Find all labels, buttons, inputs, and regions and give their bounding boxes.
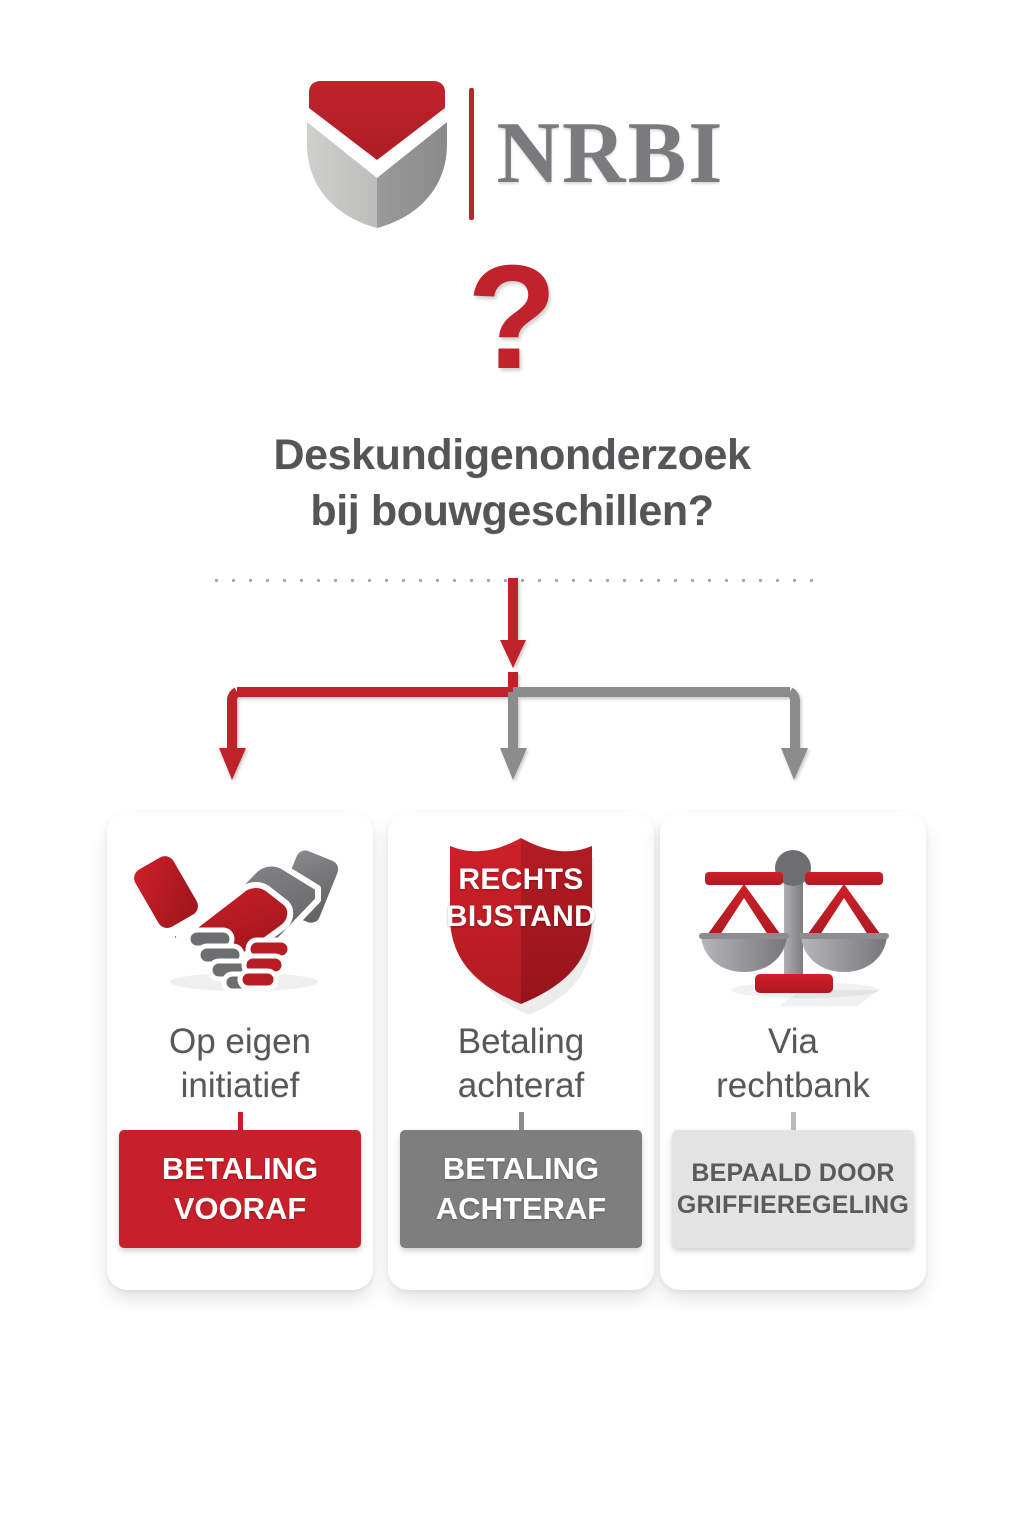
badge-line-2: GRIFFIEREGELING (676, 1191, 910, 1219)
card-label-line-1: Op eigen (168, 1022, 312, 1061)
main-arrow-head (500, 640, 526, 668)
card-label-line-2: rechtbank (716, 1066, 870, 1106)
question-mark-icon: ? (466, 235, 558, 400)
brand-name: NRBI (496, 105, 725, 202)
card-label: Via rechtbank (716, 1020, 870, 1109)
badge-line-1: BEPAALD DOOR (691, 1158, 895, 1187)
card-label-line-1: Via (768, 1022, 818, 1061)
badge-line-1: BETALING (161, 1150, 319, 1186)
payment-badge: BETALING ACHTERAF (400, 1130, 642, 1248)
badge-group: BETALING ACHTERAF (388, 1112, 654, 1248)
badge-line-2: VOORAF (173, 1191, 307, 1226)
payment-badge: BEPAALD DOOR GRIFFIEREGELING (672, 1130, 914, 1248)
badge-line-1: BETALING (442, 1150, 600, 1186)
badge-line-2: ACHTERAF (435, 1191, 607, 1226)
title-line-1: Deskundigenonderzoek (273, 431, 751, 479)
scales-of-justice-icon (660, 832, 926, 1014)
badge-stem (518, 1112, 524, 1130)
badge-stem (790, 1112, 796, 1130)
branch-arrow-right (781, 748, 808, 780)
handshake-icon (107, 832, 373, 1014)
card-label-line-1: Betaling (457, 1022, 585, 1061)
badge-group: BETALING VOORAF (107, 1112, 373, 1248)
option-card-own-initiative[interactable]: Op eigen initiatief BETALING VOORAF (107, 812, 373, 1290)
nrbi-shield-logo (299, 78, 455, 230)
title-line-2: bij bouwgeschillen? (310, 486, 714, 535)
badge-stem (237, 1112, 243, 1130)
badge-group: BEPAALD DOOR GRIFFIEREGELING (660, 1112, 926, 1248)
card-label: Betaling achteraf (458, 1020, 584, 1109)
logo-divider (469, 88, 475, 220)
card-label-line-2: initiatief (180, 1066, 300, 1106)
main-arrow-shaft (508, 578, 518, 644)
branch-arrow-left (219, 748, 246, 780)
dotted-divider (208, 578, 816, 583)
page-title: Deskundigenonderzoek bij bouwgeschillen? (0, 428, 1024, 540)
card-label-line-2: achteraf (457, 1066, 585, 1106)
option-card-list: Op eigen initiatief BETALING VOORAF (0, 812, 1024, 1292)
legal-aid-shield-icon: RECHTS BIJSTAND (388, 832, 654, 1014)
option-card-legal-aid[interactable]: RECHTS BIJSTAND Betaling achteraf BETALI… (388, 812, 654, 1290)
branch-arrow-middle (500, 748, 527, 780)
option-card-court[interactable]: Via rechtbank BEPAALD DOOR GRIFFIEREGELI… (660, 812, 926, 1290)
card-label: Op eigen initiatief (169, 1020, 311, 1109)
brand-logo: NRBI (0, 78, 1024, 230)
payment-badge: BETALING VOORAF (119, 1130, 361, 1248)
